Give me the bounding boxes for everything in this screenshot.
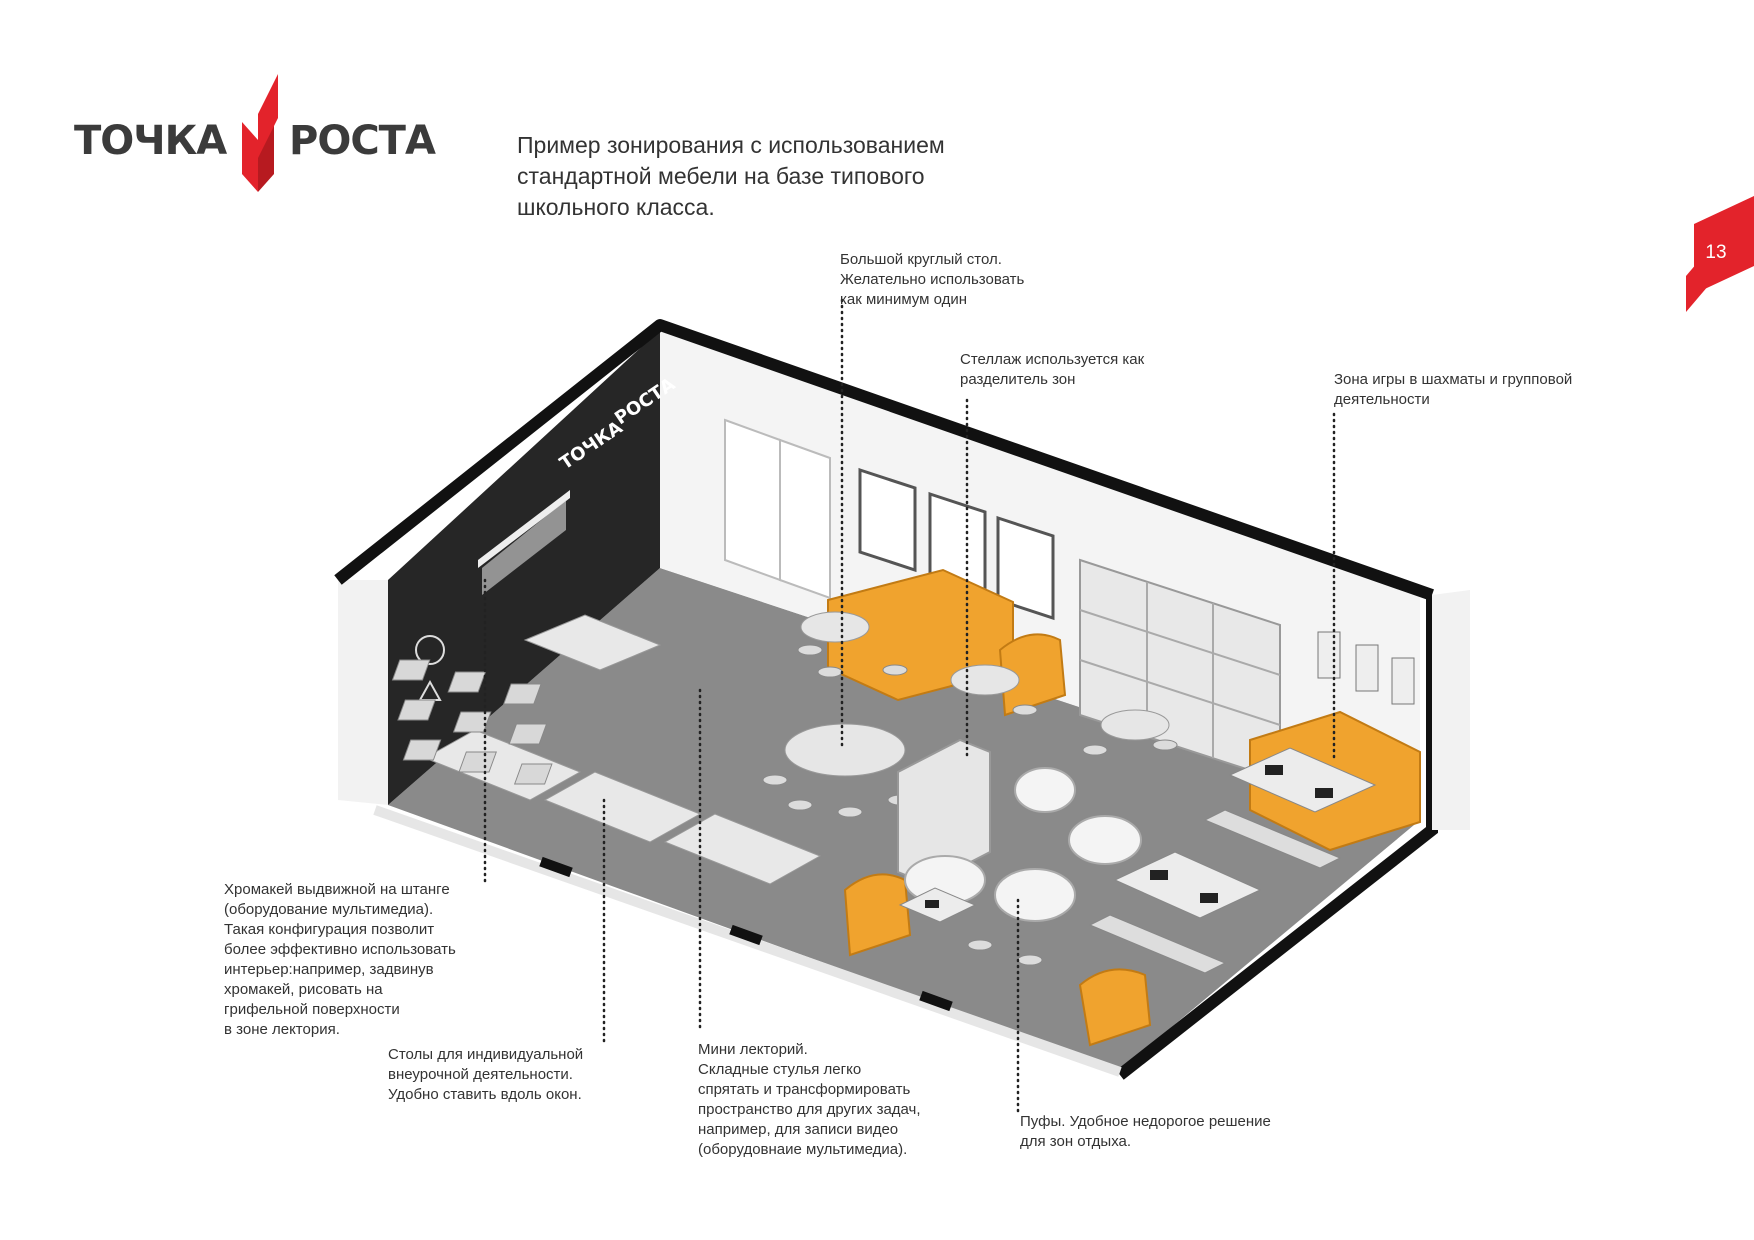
- note-line: для зон отдыха.: [1020, 1133, 1132, 1150]
- note-round-table: Большой круглый стол. Желательно использ…: [840, 250, 1024, 310]
- note-line: (оборудование мультимедиа).: [224, 901, 434, 918]
- note-line: Столы для индивидуальной: [388, 1046, 584, 1063]
- note-line: Стеллаж используется как: [960, 351, 1145, 368]
- note-line: разделитель зон: [960, 371, 1076, 388]
- note-mini-lecture: Мини лекторий. Складные стулья легко спр…: [698, 1040, 921, 1160]
- note-line: более эффективно использовать: [224, 941, 456, 958]
- note-line: спрятать и трансформировать: [698, 1081, 911, 1098]
- note-line: внеурочной деятельности.: [388, 1066, 573, 1083]
- note-poufs: Пуфы. Удобное недорогое решение для зон …: [1020, 1112, 1271, 1152]
- note-line: хромакей, рисовать на: [224, 981, 383, 998]
- note-line: интерьер:например, задвинув: [224, 961, 434, 978]
- logo-left-word: ТОЧКА: [74, 118, 227, 164]
- note-line: как минимум один: [840, 291, 968, 308]
- note-line: Желательно использовать: [840, 271, 1025, 288]
- page-badge: [1686, 196, 1754, 312]
- note-line: Складные стулья легко: [698, 1061, 862, 1078]
- note-line: в зоне лектория.: [224, 1021, 340, 1038]
- note-line: (оборудовнаие мультимедиа).: [698, 1141, 908, 1158]
- note-line: Такая конфигурация позволит: [224, 921, 435, 938]
- page-number: 13: [1705, 242, 1727, 263]
- note-line: Хромакей выдвижной на штанге: [224, 881, 450, 898]
- logo-mark-icon: [242, 74, 278, 192]
- note-chromakey: Хромакей выдвижной на штанге (оборудован…: [224, 880, 456, 1040]
- note-chess-zone: Зона игры в шахматы и групповой деятельн…: [1334, 370, 1572, 410]
- note-line: деятельности: [1334, 391, 1430, 408]
- title-line: стандартной мебели на базе типового: [517, 163, 925, 189]
- logo-right-word: РОСТА: [289, 118, 436, 164]
- note-line: например, для записи видео: [698, 1121, 899, 1138]
- note-line: Большой круглый стол.: [840, 251, 1002, 268]
- brand-logo: ТОЧКА РОСТА: [74, 74, 436, 194]
- note-tables: Столы для индивидуальной внеурочной деят…: [388, 1045, 583, 1105]
- title-line: школьного класса.: [517, 194, 715, 220]
- note-line: Удобно ставить вдоль окон.: [388, 1086, 582, 1103]
- note-line: пространство для других задач,: [698, 1101, 921, 1118]
- note-line: Мини лекторий.: [698, 1041, 808, 1058]
- note-line: Пуфы. Удобное недорогое решение: [1020, 1113, 1271, 1130]
- note-line: грифельной поверхности: [224, 1001, 400, 1018]
- note-shelving: Стеллаж используется как разделитель зон: [960, 350, 1144, 390]
- page-title: Пример зонирования с использованием стан…: [517, 130, 1077, 223]
- note-line: Зона игры в шахматы и групповой: [1334, 371, 1573, 388]
- title-line: Пример зонирования с использованием: [517, 132, 945, 158]
